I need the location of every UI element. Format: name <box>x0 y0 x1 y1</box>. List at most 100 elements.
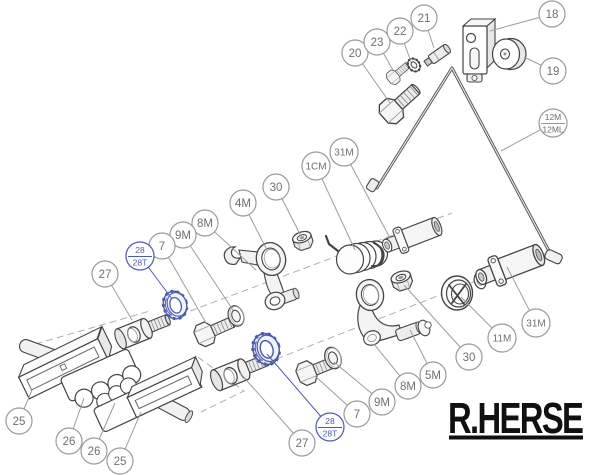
callout-label: 30 <box>270 182 283 194</box>
callout-30: 30 <box>455 343 483 371</box>
part-pad-holder-25-lower <box>126 355 203 423</box>
callout-27: 27 <box>91 260 119 288</box>
part-pulley-19 <box>491 37 527 71</box>
brand-logo-text: R.HERSE <box>448 395 583 443</box>
callout-30: 30 <box>262 173 290 201</box>
callout-label: 9M <box>175 230 191 242</box>
part-brake-arm-4m <box>223 241 300 311</box>
callout-4m: 4M <box>229 189 257 217</box>
callout-circle <box>329 137 359 167</box>
callout-label: 28 <box>135 245 145 255</box>
callout-label: 21 <box>418 13 431 25</box>
callout-5m: 5M <box>419 361 447 389</box>
callout-label: 26 <box>63 436 76 448</box>
callout-circle <box>487 323 517 353</box>
callout-circle <box>394 372 422 400</box>
callout-22: 22 <box>386 17 414 45</box>
callout-circle <box>343 400 371 428</box>
callout-label: 8M <box>197 218 213 230</box>
callout-label: 26 <box>88 446 101 458</box>
callout-circle <box>363 28 391 56</box>
callout-31m: 31M <box>329 137 359 167</box>
part-brake-arm-5m <box>355 278 432 346</box>
leader-line <box>315 165 356 251</box>
callout-8m: 8M <box>191 209 219 237</box>
callout-label: 28T <box>323 429 338 439</box>
part-return-spring-1cm <box>324 234 389 275</box>
callout-circle <box>386 17 414 45</box>
callout-label: 8M <box>400 381 416 393</box>
callout-25: 25 <box>106 447 134 475</box>
callout-circle <box>455 343 483 371</box>
callout-9m: 9M <box>169 221 197 249</box>
callout-circle <box>229 189 257 217</box>
part-nut-30-upper <box>290 228 316 253</box>
callout-circle <box>106 447 134 475</box>
part-eye-bolt-27-upper <box>111 308 175 351</box>
callout-label: 18 <box>546 9 559 21</box>
brand-logo: R.HERSE <box>448 395 585 443</box>
callout-26: 26 <box>80 437 108 465</box>
callout-8m: 8M <box>394 372 422 400</box>
part-pivot-pin-21 <box>423 43 451 67</box>
leader-line <box>182 234 234 311</box>
part-cable-hanger-18 <box>461 17 497 83</box>
pad-plane-dash <box>197 356 245 413</box>
callout-circle <box>191 209 219 237</box>
callout-11m: 11M <box>487 323 517 353</box>
callout-1cm: 1CM <box>301 151 331 181</box>
cable-end-cap <box>544 249 563 265</box>
callout-circle <box>368 388 396 416</box>
part-pad-holder-25-upper <box>17 325 113 400</box>
callout-label: 23 <box>371 37 384 49</box>
part-nut-30-lower <box>388 268 415 294</box>
callout-label: 28T <box>133 258 148 268</box>
callout-31m: 31M <box>521 308 551 338</box>
callout-label: 25 <box>13 416 26 428</box>
callout-label: 28 <box>325 416 335 426</box>
callout-circle <box>341 39 369 67</box>
callout-label: 27 <box>296 438 309 450</box>
callout-label: 30 <box>463 352 476 364</box>
callout-label: 1CM <box>305 162 326 173</box>
part-return-spring-11m <box>440 275 474 311</box>
leader-line <box>161 245 207 324</box>
callout-label: 27 <box>99 269 112 281</box>
callout-circle <box>55 427 83 455</box>
callout-23: 23 <box>363 28 391 56</box>
callout-circle <box>419 361 447 389</box>
callout-19: 19 <box>539 57 567 85</box>
callout-label: 12M <box>545 112 562 122</box>
callout-26: 26 <box>55 427 83 455</box>
callout-label: 5M <box>425 370 441 382</box>
part-star-washer-22 <box>406 57 422 73</box>
callout-circle <box>80 437 108 465</box>
callout-20: 20 <box>341 39 369 67</box>
callout-circle <box>169 221 197 249</box>
callout-circle <box>301 151 331 181</box>
callout-label: 9M <box>374 397 390 409</box>
callout-label: 19 <box>547 66 560 78</box>
callout-circle <box>91 260 119 288</box>
callout-circle <box>538 0 566 28</box>
callout-label: 11M <box>493 334 512 345</box>
callout-label: 31M <box>334 148 353 159</box>
callout-18: 18 <box>538 0 566 28</box>
callout-9m: 9M <box>368 388 396 416</box>
brand-logo-underline <box>449 435 583 440</box>
callout-circle <box>410 4 438 32</box>
callout-label: 22 <box>394 26 407 38</box>
part-straddle-wire <box>365 66 563 265</box>
callout-7: 7 <box>343 400 371 428</box>
callout-27: 27 <box>288 429 316 457</box>
callout-label: 7 <box>354 409 360 421</box>
callout-21: 21 <box>410 4 438 32</box>
callout-label: 7 <box>159 241 165 253</box>
callout-25: 25 <box>5 407 33 435</box>
callout-label: 4M <box>235 198 251 210</box>
